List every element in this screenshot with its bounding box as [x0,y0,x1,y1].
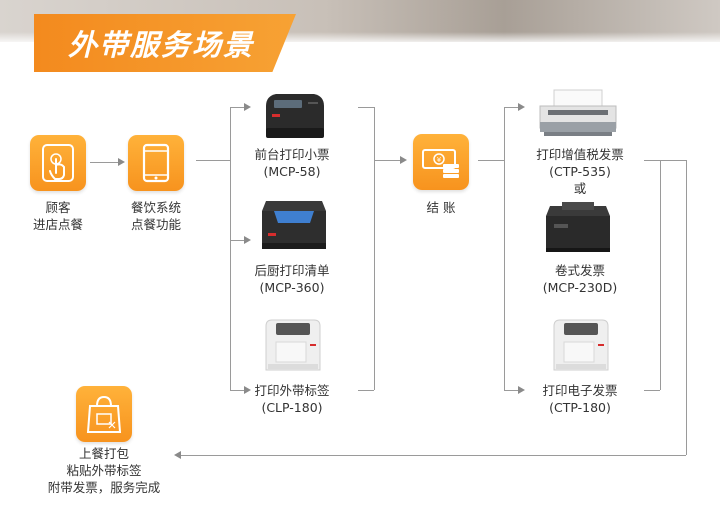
printer-ctp535-label: 打印增值税发票 (CTP-535) [520,146,640,180]
dot-matrix-printer-icon [536,88,620,144]
connector-bracket [230,107,231,390]
printer-model: (MCP-230D) [542,280,618,295]
connector [504,390,520,391]
connector [358,390,374,391]
connector-return [686,160,687,455]
label-printer-icon [262,312,324,378]
arrow-head [118,158,125,166]
title-banner: 外带服务场景 [34,14,296,72]
connector [90,162,120,163]
printer-mcp360-label: 后厨打印清单 (MCP-360) [232,262,352,296]
customer-label: 顾客 进店点餐 [28,199,88,233]
packing-line2: 粘贴外带标签 [66,463,142,478]
connector [644,390,660,391]
printer-model: (MCP-58) [263,164,321,179]
page-title: 外带服务场景 [68,28,255,62]
arrow-head [518,386,525,394]
printer-model: (CTP-180) [549,400,611,415]
printer-name: 打印电子发票 [542,383,618,398]
takeaway-bag-icon [76,386,132,442]
packing-label: 上餐打包 粘贴外带标签 附带发票，服务完成 [36,445,172,496]
arrow-head [174,451,181,459]
ordering-line1: 餐饮系统 [130,200,181,215]
printer-model: (CTP-535) [549,164,611,179]
tablet-icon [128,135,184,191]
connector [358,107,374,108]
label-printer-icon [550,312,612,378]
connector-return [180,455,686,456]
printer-name: 卷式发票 [554,263,605,278]
printer-name: 前台打印小票 [254,147,330,162]
cash-payment-icon: ¥ [413,134,469,190]
packing-line1: 上餐打包 [78,446,129,461]
printer-name: 后厨打印清单 [254,263,330,278]
roll-invoice-printer-icon [540,196,616,262]
customer-line1: 顾客 [45,200,71,215]
printer-mcp58-label: 前台打印小票 (MCP-58) [232,146,352,180]
connector [478,160,504,161]
packing-line3: 附带发票，服务完成 [47,480,161,495]
connector-bracket [504,107,505,390]
kitchen-printer-icon [256,193,332,259]
svg-text:¥: ¥ [437,156,442,164]
connector [230,240,246,241]
arrow-head [518,103,525,111]
printer-clp180-label: 打印外带标签 (CLP-180) [232,382,352,416]
touch-hand-icon [30,135,86,191]
connector [230,390,246,391]
connector-bracket [374,107,375,390]
connector [374,160,402,161]
arrow-head [400,156,407,164]
customer-line2: 进店点餐 [32,217,83,232]
printer-mcp230d-label: 卷式发票 (MCP-230D) [520,262,640,296]
checkout-label: 结 账 [426,200,456,215]
connector [196,160,230,161]
connector [644,160,686,161]
connector-bracket [660,160,661,390]
printer-model: (MCP-360) [259,280,325,295]
arrow-head [244,103,251,111]
or-label: 或 [573,181,587,196]
receipt-printer-icon [258,84,330,148]
printer-name: 打印外带标签 [254,383,330,398]
ordering-line2: 点餐功能 [130,217,181,232]
printer-ctp180-label: 打印电子发票 (CTP-180) [520,382,640,416]
arrow-head [244,386,251,394]
connector [230,107,246,108]
arrow-head [244,236,251,244]
printer-model: (CLP-180) [261,400,323,415]
printer-name: 打印增值税发票 [536,147,624,162]
connector [504,107,520,108]
ordering-label: 餐饮系统 点餐功能 [120,199,192,233]
